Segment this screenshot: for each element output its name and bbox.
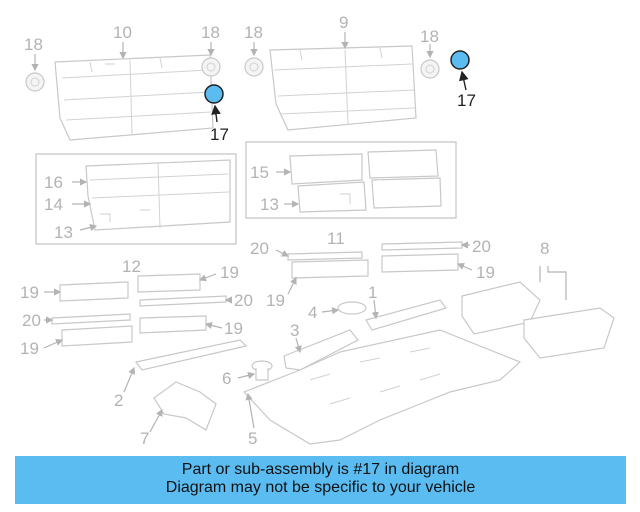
part-19-strip [137, 273, 201, 293]
part-19-strip [59, 281, 129, 302]
part-15-13-panels-right [289, 149, 442, 213]
callout-label: 12 [122, 257, 141, 276]
callout-label: 13 [260, 195, 279, 214]
part-6-fastener [251, 360, 273, 381]
callout-label: 15 [250, 163, 269, 182]
callout-label-17: 17 [210, 125, 229, 144]
part-1-bracket [365, 299, 447, 331]
callout-label: 5 [248, 429, 257, 448]
part-9-floor-mat [269, 45, 417, 131]
part-20-strip [139, 295, 227, 307]
callout-label: 19 [220, 263, 239, 282]
callout-label: 8 [540, 239, 549, 258]
banner-line-1: Part or sub-assembly is #17 in diagram [181, 461, 460, 478]
parts-diagram: 18 10 18 18 9 18 17 17 16 14 13 15 13 11… [20, 13, 615, 448]
callout-label: 18 [24, 35, 43, 54]
part-19-strip [139, 315, 207, 334]
callout-label: 16 [44, 173, 63, 192]
part-18-grommet [420, 59, 440, 79]
callout-label: 20 [234, 291, 253, 310]
part-19-strip [291, 259, 369, 279]
callout-label: 19 [20, 283, 39, 302]
part-20-strip [51, 313, 131, 325]
part-7-bracket [153, 381, 217, 431]
callout-label: 19 [266, 291, 285, 310]
part-20-strip [287, 251, 363, 261]
part-17-plug-highlighted [204, 84, 224, 104]
callout-label: 20 [250, 239, 269, 258]
part-8-tray [461, 281, 615, 359]
part-18-grommet [244, 57, 264, 77]
part-3-bracket [283, 329, 359, 371]
callout-label: 18 [244, 23, 263, 42]
part-19-strip [61, 325, 133, 347]
callout-label: 10 [113, 23, 132, 42]
callout-label-17: 17 [457, 91, 476, 110]
callout-label: 7 [140, 429, 149, 448]
callout-label: 14 [44, 195, 63, 214]
callout-label: 9 [339, 13, 348, 32]
part-16-14-13-panels-left [85, 159, 231, 231]
callout-label: 11 [327, 229, 345, 248]
callout-label: 2 [114, 391, 123, 410]
part-4-clip [337, 301, 367, 315]
callout-label: 13 [54, 223, 73, 242]
group-box-12 [35, 153, 237, 245]
callout-label: 18 [420, 27, 439, 46]
callout-leaders [31, 32, 567, 433]
part-17-plug-highlighted [450, 50, 470, 70]
callout-label: 19 [476, 263, 495, 282]
callout-label: 1 [368, 283, 377, 302]
part-5-floor-pan [242, 329, 522, 445]
part-18-grommet [201, 57, 221, 77]
callout-label: 3 [290, 321, 299, 340]
part-10-floor-mat [54, 54, 214, 141]
callout-label: 19 [224, 319, 243, 338]
callout-label: 4 [308, 303, 317, 322]
callout-label: 20 [472, 237, 491, 256]
part-20-strip [381, 241, 463, 251]
banner-line-2: Diagram may not be specific to your vehi… [165, 479, 476, 496]
info-banner: Part or sub-assembly is #17 in diagram D… [15, 456, 626, 504]
part-18-grommet [25, 72, 45, 92]
part-19-strip [381, 253, 459, 273]
callout-label: 20 [22, 311, 41, 330]
group-box-11 [245, 141, 457, 219]
callout-label: 18 [201, 23, 220, 42]
callout-label: 6 [222, 369, 231, 388]
callout-label: 19 [20, 339, 39, 358]
part-2-sill [134, 339, 248, 371]
